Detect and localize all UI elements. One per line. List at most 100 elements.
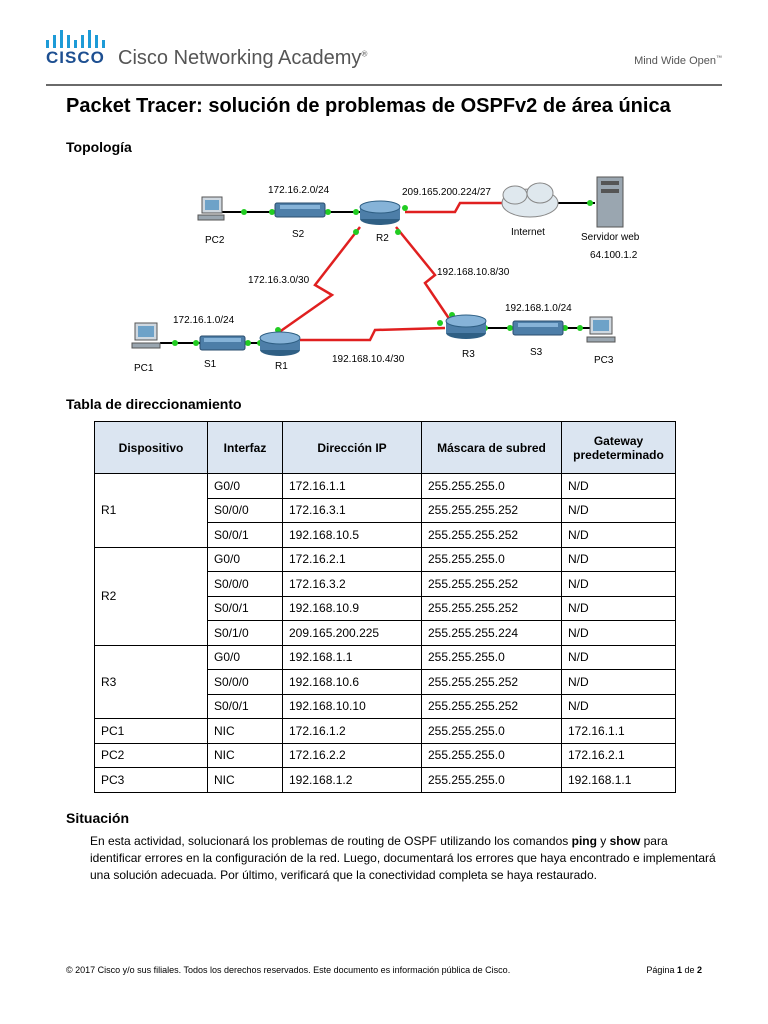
internet-cloud-icon (501, 182, 559, 218)
cisco-logo-word: CISCO (46, 48, 105, 67)
ip-cell: 172.16.3.2 (282, 571, 422, 597)
pc3-icon (586, 316, 616, 343)
ip-cell: 172.16.3.1 (282, 497, 422, 523)
header-ip: Dirección IP (282, 421, 422, 474)
network-label-lan3: 192.168.1.0/24 (505, 303, 572, 314)
device-cell: PC1 (94, 718, 208, 744)
s3-switch-icon (512, 320, 564, 336)
device-cell: R1 (94, 473, 208, 548)
gateway-cell: N/D (561, 522, 676, 548)
ip-cell: 172.16.1.1 (282, 473, 422, 499)
interface-cell: S0/0/0 (207, 571, 283, 597)
document-title: Packet Tracer: solución de problemas de … (66, 95, 671, 117)
mask-cell: 255.255.255.0 (421, 767, 562, 793)
ip-cell: 172.16.1.2 (282, 718, 422, 744)
interface-cell: NIC (207, 767, 283, 793)
header-mask: Máscara de subred (421, 421, 562, 474)
web-server-icon (596, 176, 624, 228)
gateway-cell: N/D (561, 546, 676, 572)
tagline: Mind Wide Open™ (634, 55, 722, 67)
gateway-cell: N/D (561, 693, 676, 719)
gateway-cell: N/D (561, 595, 676, 621)
mask-cell: 255.255.255.252 (421, 522, 562, 548)
s2-switch-icon (274, 202, 326, 218)
network-label-wan-isp: 209.165.200.224/27 (402, 187, 491, 198)
table-row: PC2 NIC 172.16.2.2 255.255.255.0 172.16.… (94, 742, 676, 768)
s1-switch-icon (199, 335, 246, 351)
ip-cell: 192.168.1.1 (282, 644, 422, 670)
device-label-pc1: PC1 (134, 363, 154, 374)
device-label-internet: Internet (511, 227, 545, 238)
gateway-cell: 172.16.1.1 (561, 718, 676, 744)
network-label-r1-r2: 172.16.3.0/30 (248, 275, 310, 286)
ip-cell: 172.16.2.2 (282, 742, 422, 768)
gateway-cell: N/D (561, 669, 676, 695)
ip-cell: 192.168.10.9 (282, 595, 422, 621)
situation-paragraph: En esta actividad, solucionará los probl… (90, 834, 716, 882)
device-label-s3: S3 (530, 347, 543, 358)
header-divider (46, 84, 722, 86)
topology-diagram: 172.16.2.0/24 209.165.200.224/27 172.16.… (131, 176, 640, 374)
table-row: PC3 NIC 192.168.1.2 255.255.255.0 192.16… (94, 767, 676, 793)
interface-cell: S0/0/1 (207, 595, 283, 621)
header-interface: Interfaz (207, 421, 283, 474)
cisco-logo-icon (46, 30, 105, 48)
mask-cell: 255.255.255.0 (421, 644, 562, 670)
footer-page-number: Página 1 de 2 (646, 965, 702, 975)
header-gateway: Gateway predeterminado (561, 421, 676, 474)
page-header: CISCO Cisco Networking Academy® Mind Wid… (0, 0, 768, 92)
table-row: S0/0/0 172.16.3.2 255.255.255.252 N/D (95, 571, 676, 597)
footer-copyright: © 2017 Cisco y/o sus filiales. Todos los… (66, 965, 511, 975)
table-row: R1 G0/0 172.16.1.1 255.255.255.0 N/D (94, 473, 676, 548)
ip-cell: 192.168.10.5 (282, 522, 422, 548)
ip-cell: 192.168.1.2 (282, 767, 422, 793)
r2-router-icon (359, 200, 401, 225)
mask-cell: 255.255.255.0 (421, 546, 562, 572)
device-label-r2: R2 (376, 233, 389, 244)
gateway-cell: N/D (561, 620, 676, 646)
interface-cell: NIC (207, 742, 283, 768)
interface-cell: G0/0 (207, 644, 283, 670)
table-row: S0/1/0 209.165.200.225 255.255.255.224 N… (95, 620, 676, 646)
network-label-r2-r3: 192.168.10.8/30 (437, 267, 510, 278)
addressing-table: Dispositivo Interfaz Dirección IP Máscar… (94, 421, 676, 793)
mask-cell: 255.255.255.252 (421, 497, 562, 523)
interface-cell: S0/0/0 (207, 669, 283, 695)
device-label-r3: R3 (462, 349, 475, 360)
table-row: R3 G0/0 192.168.1.1 255.255.255.0 N/D (94, 644, 676, 719)
r3-router-icon (445, 314, 487, 339)
device-label-server: Servidor web (581, 232, 640, 243)
device-cell: R2 (94, 546, 208, 646)
pc1-icon (131, 322, 161, 349)
addressing-heading: Tabla de direccionamiento (66, 396, 242, 412)
gateway-cell: N/D (561, 644, 676, 670)
gateway-cell: N/D (561, 571, 676, 597)
mask-cell: 255.255.255.252 (421, 669, 562, 695)
mask-cell: 255.255.255.252 (421, 595, 562, 621)
brand-name: Cisco Networking Academy® (118, 47, 368, 69)
mask-cell: 255.255.255.224 (421, 620, 562, 646)
device-cell: PC3 (94, 767, 208, 793)
ip-cell: 192.168.10.6 (282, 669, 422, 695)
mask-cell: 255.255.255.0 (421, 742, 562, 768)
gateway-cell: 172.16.2.1 (561, 742, 676, 768)
ip-cell: 192.168.10.10 (282, 693, 422, 719)
table-row: S0/0/1 192.168.10.5 255.255.255.252 N/D (95, 522, 676, 548)
header-device: Dispositivo (94, 421, 208, 474)
interface-cell: S0/0/1 (207, 693, 283, 719)
mask-cell: 255.255.255.252 (421, 693, 562, 719)
ip-cell: 209.165.200.225 (282, 620, 422, 646)
table-row: R2 G0/0 172.16.2.1 255.255.255.0 N/D (94, 546, 676, 646)
interface-cell: S0/1/0 (207, 620, 283, 646)
gateway-cell: N/D (561, 473, 676, 499)
table-row: S0/0/1 192.168.10.9 255.255.255.252 N/D (95, 595, 676, 621)
mask-cell: 255.255.255.252 (421, 571, 562, 597)
serial-links (274, 201, 505, 342)
network-label-r1-r3: 192.168.10.4/30 (332, 354, 405, 365)
pc2-icon (197, 196, 225, 221)
interface-cell: S0/0/0 (207, 497, 283, 523)
network-label-lan1: 172.16.1.0/24 (173, 315, 235, 326)
device-label-s1: S1 (204, 359, 217, 370)
mask-cell: 255.255.255.0 (421, 473, 562, 499)
network-label-lan2: 172.16.2.0/24 (268, 185, 330, 196)
